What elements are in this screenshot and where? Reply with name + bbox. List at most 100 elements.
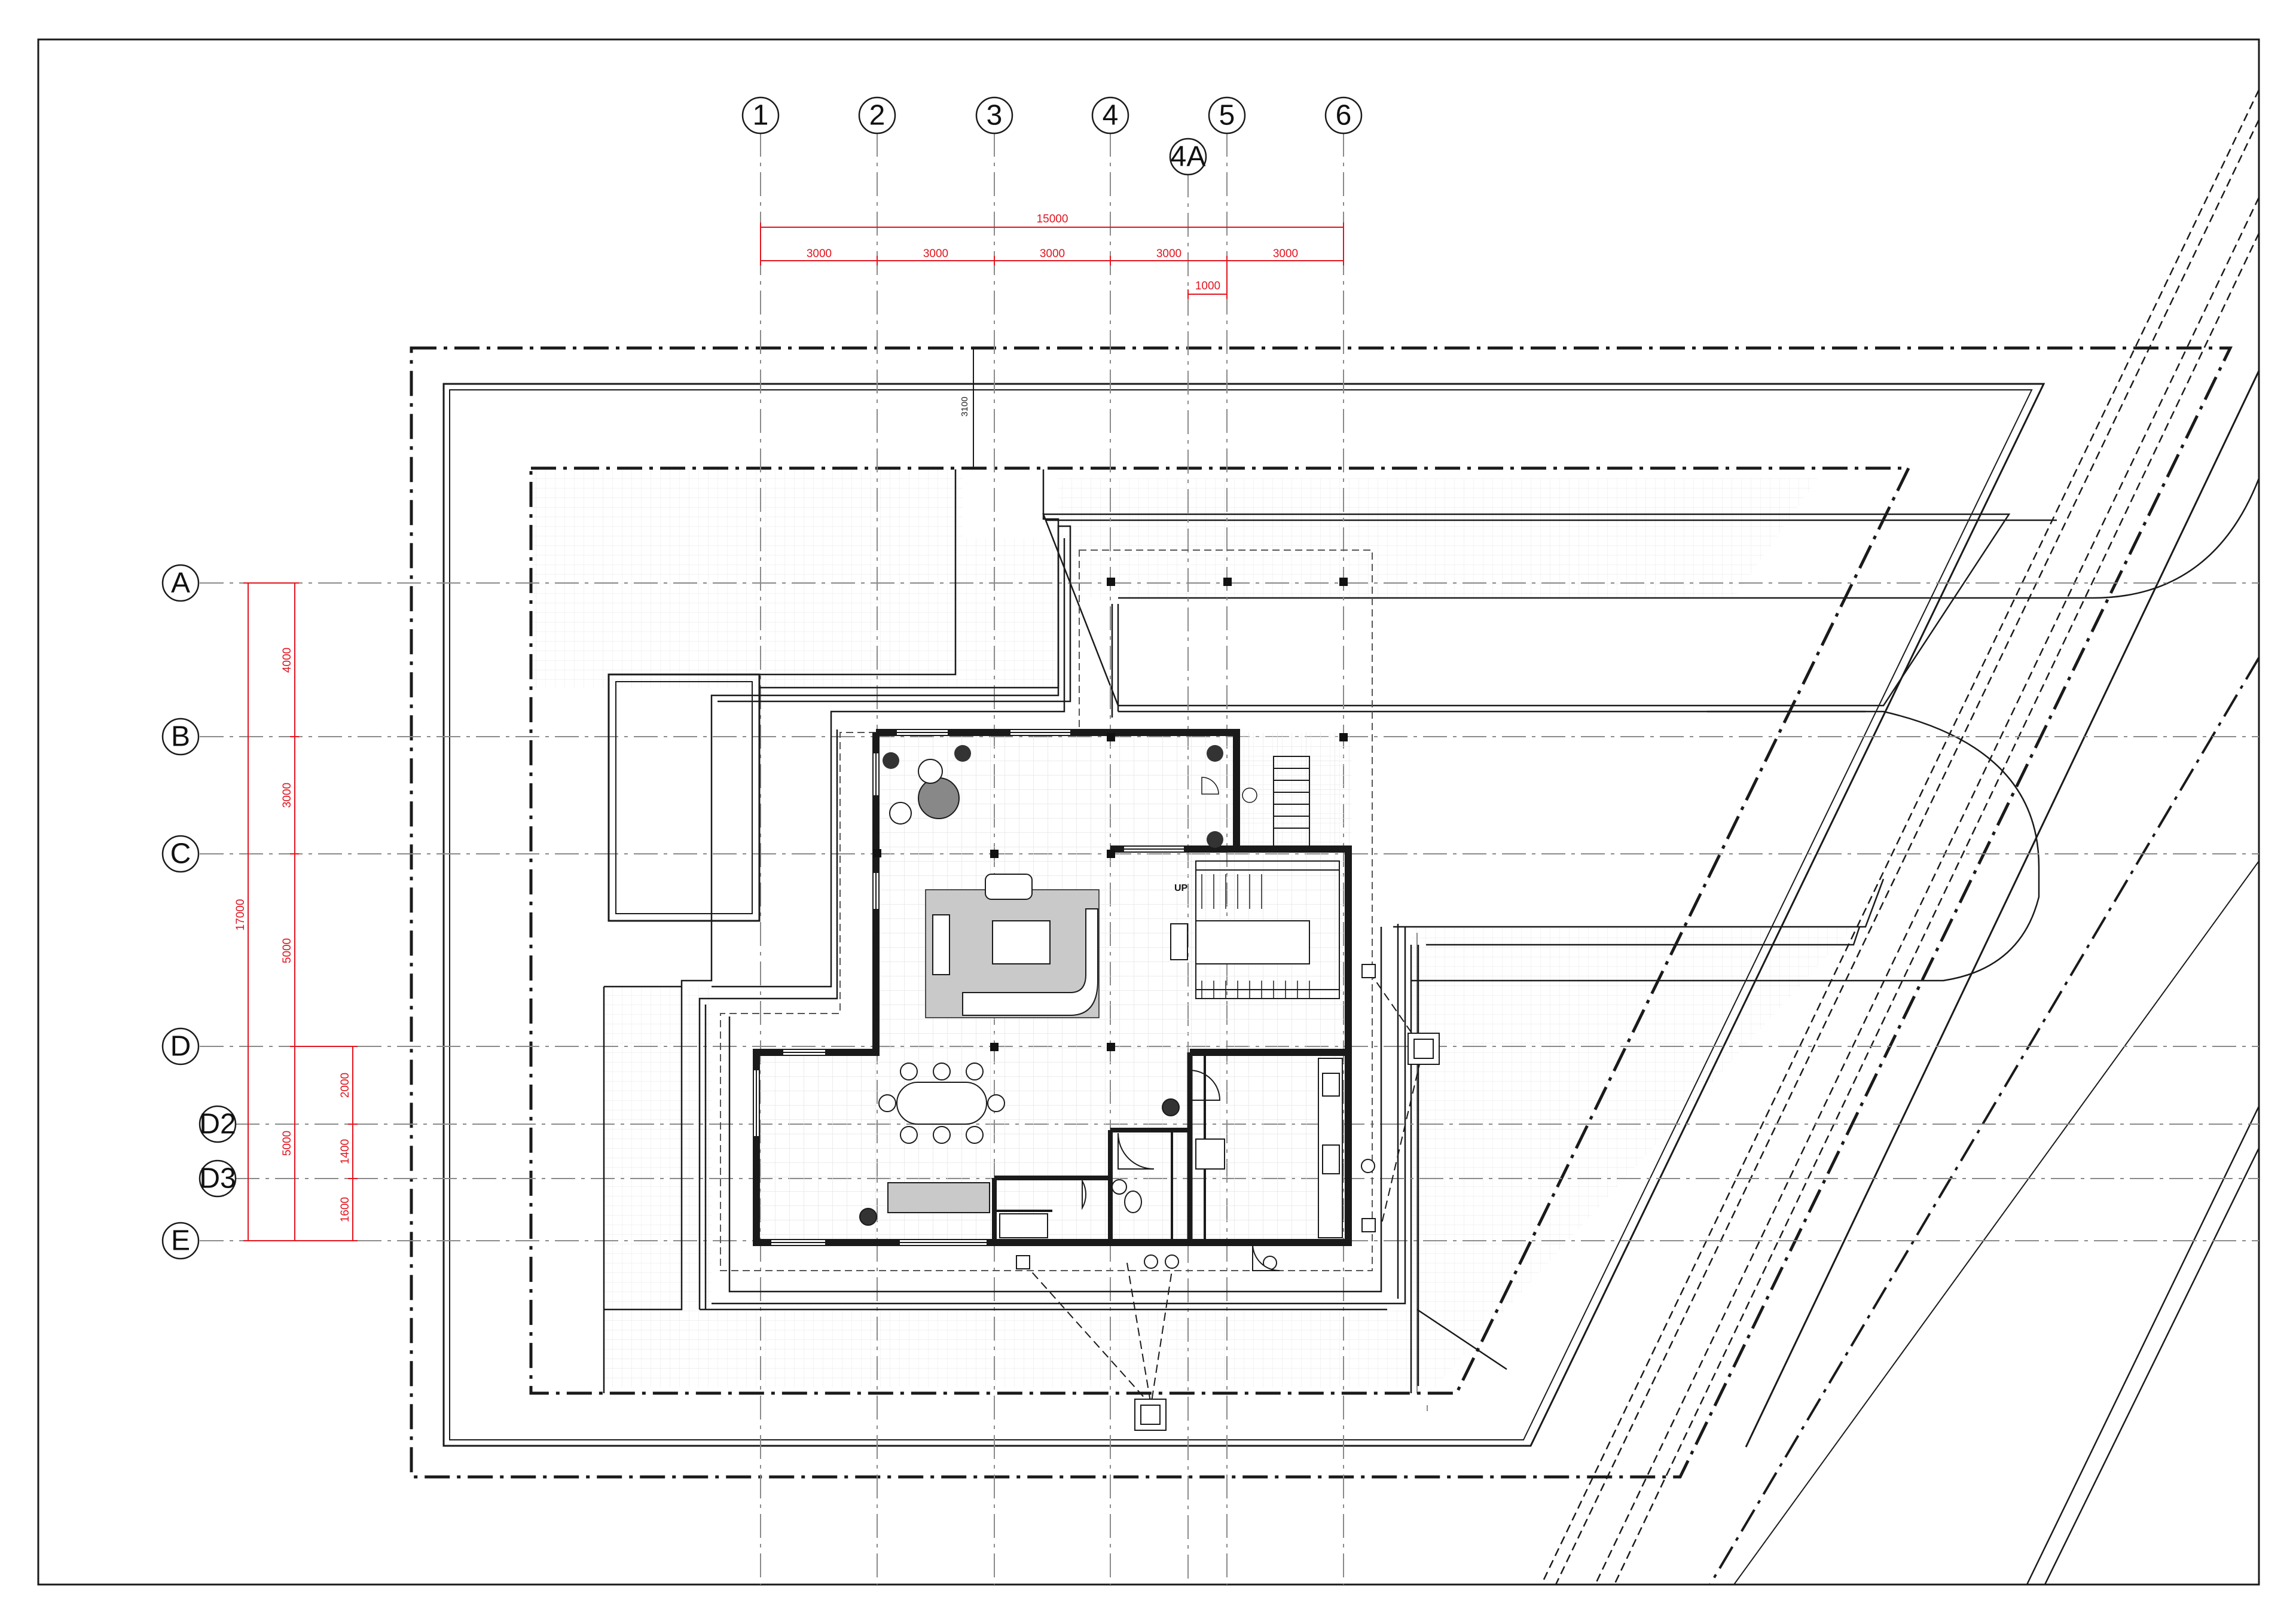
building-walls — [753, 729, 1352, 1246]
kitchen — [1189, 1058, 1343, 1238]
inner-boundary-2 — [449, 389, 2033, 1440]
svg-text:D3: D3 — [199, 1163, 236, 1195]
utility-door-swing — [1082, 1179, 1086, 1210]
utility-cabinet — [999, 1213, 1048, 1238]
floor-drain-1 — [1144, 1254, 1158, 1269]
grid-bubble-d3: D3 — [199, 1159, 237, 1198]
column-grid-bubbles: 1 2 3 4 4A 5 6 — [741, 96, 1363, 176]
washbasin — [1112, 1179, 1127, 1195]
manholes — [1016, 964, 1440, 1431]
grid-bubble-b: B — [161, 718, 200, 756]
dim-left-sub-3: 1600 — [339, 1197, 352, 1222]
grid-bubble-6: 6 — [1324, 96, 1363, 135]
toilet — [1124, 1190, 1142, 1213]
dim-setback: 3100 — [960, 396, 970, 416]
planter-5 — [859, 1208, 877, 1226]
dining-furniture — [859, 1063, 1005, 1226]
tv-console — [932, 914, 950, 975]
grid-bubble-d2: D2 — [199, 1105, 237, 1143]
build-setback-line — [529, 466, 1912, 1395]
inspection-chamber-1 — [1016, 1255, 1030, 1269]
planter-6 — [1162, 1098, 1180, 1116]
entry-door-swing — [1201, 777, 1219, 795]
fixture-icon — [1242, 787, 1257, 803]
rear-door-swing — [1252, 1243, 1280, 1271]
bath-door-swing — [1118, 1132, 1155, 1170]
foyer — [1201, 745, 1257, 848]
floor-drain-3 — [1361, 1159, 1375, 1173]
svg-text:D2: D2 — [199, 1109, 236, 1140]
window-frames — [756, 732, 1184, 1243]
svg-text:5: 5 — [1219, 100, 1235, 132]
swimming-pool — [607, 673, 761, 922]
stair-bench — [1170, 923, 1188, 960]
dim-left-total: 17000 — [234, 899, 247, 931]
dim-top-bay-4: 3000 — [1156, 248, 1181, 260]
dim-left-bay-4: 5000 — [281, 1131, 294, 1156]
dim-top-bay-5: 3000 — [1273, 248, 1298, 260]
svg-text:2: 2 — [869, 100, 886, 132]
cooktop — [1322, 1073, 1340, 1097]
svg-text:D: D — [170, 1031, 191, 1063]
lounge-chair-1 — [918, 759, 943, 784]
grid-bubble-5: 5 — [1208, 96, 1246, 135]
side-table — [918, 777, 960, 819]
row-grid-bubbles: A B C D D2 D3 E — [161, 564, 237, 1260]
structural-columns — [873, 578, 1348, 1051]
svg-text:6: 6 — [1336, 100, 1352, 132]
pantry-unit — [1195, 1138, 1225, 1170]
dim-top-offset: 1000 — [1195, 280, 1220, 292]
grid-bubble-4a: 4A — [1169, 138, 1207, 176]
svg-text:C: C — [170, 838, 191, 870]
svg-text:A: A — [171, 567, 190, 599]
grid-bubble-3: 3 — [975, 96, 1013, 135]
sectional-sofa — [962, 908, 1098, 1016]
dining-floor — [756, 1049, 882, 1241]
dim-left-bay-1: 4000 — [281, 648, 294, 673]
svg-text:B: B — [171, 721, 190, 753]
inspection-chamber-2 — [1361, 964, 1376, 978]
grid-bubble-1: 1 — [741, 96, 780, 135]
planter-2 — [954, 745, 971, 762]
living-room-furniture — [883, 745, 1100, 1018]
stair-landing-table — [1195, 920, 1310, 964]
armchair — [985, 874, 1033, 900]
grid-bubble-2: 2 — [858, 96, 896, 135]
kitchen-door-swing — [1189, 1069, 1221, 1101]
svg-text:E: E — [171, 1225, 190, 1257]
sink — [1322, 1144, 1340, 1174]
inspection-chamber-3 — [1361, 1218, 1376, 1232]
svg-text:4: 4 — [1103, 100, 1119, 132]
grid-bubble-4: 4 — [1091, 96, 1129, 135]
dim-top-bay-2: 3000 — [923, 248, 948, 260]
sideboard — [887, 1182, 990, 1213]
bathroom — [999, 1098, 1180, 1238]
site-boundaries — [410, 346, 2233, 1479]
dim-top-bay-1: 3000 — [807, 248, 832, 260]
road-lines — [1540, 89, 2260, 1586]
grid-bubble-c: C — [161, 835, 200, 873]
grid-bubble-d: D — [161, 1027, 200, 1066]
left-dimensions — [243, 582, 358, 1241]
sheet-border — [37, 38, 2260, 1586]
top-dimensions — [760, 222, 1344, 299]
floor-drain-2 — [1165, 1254, 1179, 1269]
stair-treads — [1201, 874, 1310, 999]
dim-top-total: 15000 — [1037, 213, 1068, 225]
svg-text:3: 3 — [987, 100, 1003, 132]
terrace-lines — [603, 469, 1406, 1393]
coffee-table — [992, 920, 1051, 964]
svg-text:1: 1 — [753, 100, 769, 132]
lounge-chair-2 — [889, 802, 912, 825]
dining-table — [896, 1082, 987, 1125]
property-line — [410, 346, 2233, 1479]
grid-bubble-a: A — [161, 564, 200, 602]
inner-boundary — [442, 383, 2045, 1447]
dim-left-sub-1: 2000 — [339, 1073, 352, 1098]
planter-3 — [1207, 745, 1223, 762]
planter-1 — [883, 752, 899, 769]
stair-up-label: UP — [1174, 883, 1188, 893]
entrance-steps — [1273, 756, 1310, 847]
dim-left-bay-3: 5000 — [281, 938, 294, 963]
